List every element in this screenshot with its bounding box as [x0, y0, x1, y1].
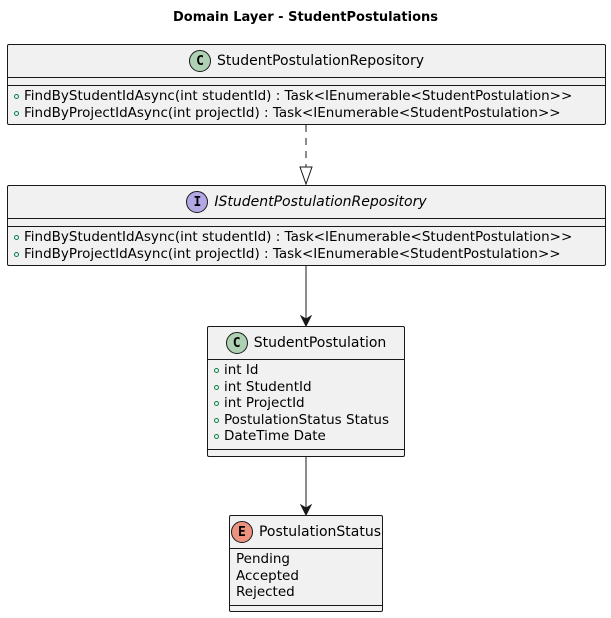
method-signature: FindByStudentIdAsync(int studentId) : Ta…	[24, 88, 573, 104]
method-signature: FindByStudentIdAsync(int studentId) : Ta…	[24, 229, 573, 245]
public-visibility-icon	[14, 93, 19, 99]
method-signature: FindByProjectIdAsync(int projectId) : Ta…	[24, 105, 561, 121]
entity-field: int Id	[214, 362, 258, 378]
field-declaration: int Id	[224, 362, 259, 378]
entity-class-box[interactable]: C StudentPostulation int Id int StudentI…	[207, 326, 405, 457]
class-icon: C	[188, 50, 211, 72]
public-visibility-icon	[214, 417, 219, 423]
association-arrowhead-enum	[299, 503, 313, 517]
interface-method: FindByStudentIdAsync(int studentId) : Ta…	[14, 229, 572, 245]
enum-class-header: E PostulationStatus	[230, 516, 382, 548]
enum-methods-divider	[230, 605, 382, 606]
repository-method: FindByProjectIdAsync(int projectId) : Ta…	[14, 105, 561, 121]
repository-attributes-divider	[8, 77, 605, 78]
interface-attributes-divider	[8, 218, 605, 219]
method-signature: FindByProjectIdAsync(int projectId) : Ta…	[24, 246, 561, 262]
public-visibility-icon	[214, 433, 219, 439]
entity-attributes-divider	[208, 359, 404, 360]
field-declaration: DateTime Date	[224, 428, 326, 444]
enum-values-divider	[230, 548, 382, 549]
association-arrowhead-entity	[299, 314, 313, 328]
interface-class-box[interactable]: I IStudentPostulationRepository FindBySt…	[7, 185, 606, 266]
public-visibility-icon	[14, 110, 19, 116]
interface-methods-divider	[8, 226, 605, 227]
public-visibility-icon	[214, 367, 219, 373]
interface-method: FindByProjectIdAsync(int projectId) : Ta…	[14, 246, 561, 262]
interface-icon: I	[186, 191, 209, 213]
entity-class-header: C StudentPostulation	[208, 327, 404, 359]
entity-field: PostulationStatus Status	[214, 412, 389, 428]
repository-class-header: C StudentPostulationRepository	[8, 45, 605, 77]
entity-field: int StudentId	[214, 379, 312, 395]
repository-method: FindByStudentIdAsync(int studentId) : Ta…	[14, 88, 572, 104]
enum-class-box[interactable]: E PostulationStatus Pending Accepted Rej…	[229, 515, 383, 612]
interface-class-header: I IStudentPostulationRepository	[8, 186, 605, 218]
enum-class-name: PostulationStatus	[258, 524, 382, 540]
field-declaration: PostulationStatus Status	[224, 412, 390, 428]
field-declaration: int StudentId	[224, 379, 312, 395]
public-visibility-icon	[214, 400, 219, 406]
repository-methods-divider	[8, 85, 605, 86]
repository-class-name: StudentPostulationRepository	[216, 53, 424, 69]
entity-methods-divider	[208, 449, 404, 450]
entity-field: DateTime Date	[214, 428, 326, 444]
enum-value: Accepted	[236, 568, 299, 584]
class-icon: C	[225, 332, 248, 354]
realization-arrowhead	[299, 166, 313, 186]
enum-value: Rejected	[236, 584, 295, 600]
entity-field: int ProjectId	[214, 395, 305, 411]
public-visibility-icon	[214, 384, 219, 390]
entity-class-name: StudentPostulation	[253, 335, 387, 351]
enum-icon: E	[230, 521, 253, 543]
public-visibility-icon	[14, 234, 19, 240]
interface-class-name: IStudentPostulationRepository	[214, 194, 427, 210]
diagram-title: Domain Layer - StudentPostulations	[173, 10, 438, 25]
public-visibility-icon	[14, 251, 19, 257]
field-declaration: int ProjectId	[224, 395, 305, 411]
repository-class-box[interactable]: C StudentPostulationRepository FindByStu…	[7, 44, 606, 125]
enum-value: Pending	[236, 551, 290, 567]
